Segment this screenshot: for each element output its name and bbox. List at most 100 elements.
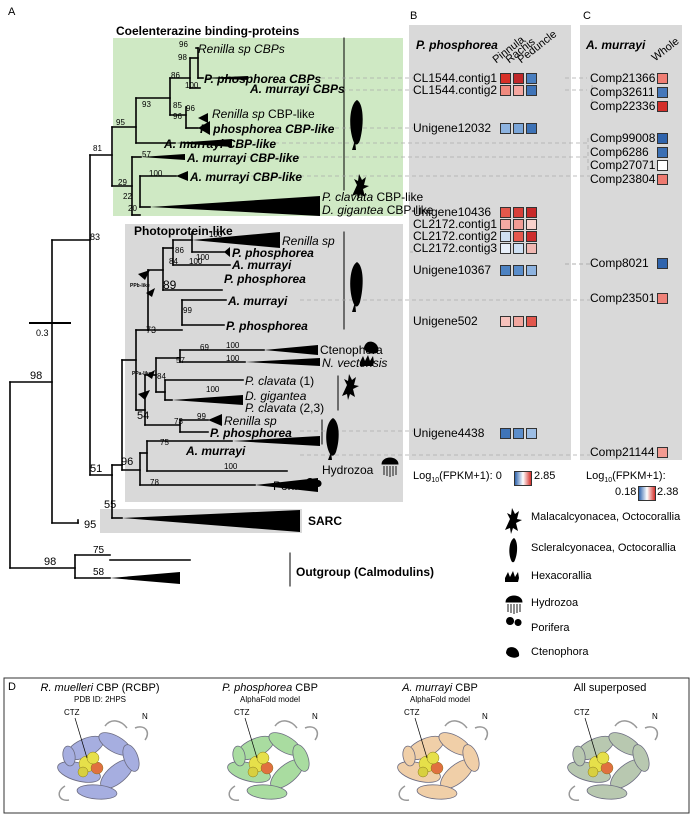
support-value: 98 [44, 556, 57, 568]
support-value: 100 [226, 341, 240, 350]
structure-title: A. murrayi CBP [402, 682, 478, 694]
heatmap-c-cell [657, 101, 668, 112]
support-value: 86 [171, 71, 180, 80]
leaf-amurr-cbps: A. murrayi CBPs [250, 82, 345, 96]
heatmap-c-cell [657, 87, 668, 98]
leaf-pphos-cbplike: P. phosphorea CBP-like [200, 122, 335, 136]
heatmap-b-cell [500, 243, 511, 254]
support-value: 22 [123, 192, 132, 201]
support-value: 99 [197, 412, 206, 421]
heatmap-c-row-label: Comp21144 [590, 445, 655, 459]
ppa-like-label: PPa-like [132, 371, 152, 377]
leaf-amurr-cbplike-1: A. murrayi CBP-like [164, 137, 277, 151]
leaf-amurr-3: A. murrayi [186, 444, 246, 458]
heatmap-b-cell [526, 85, 537, 96]
support-value: 93 [142, 100, 151, 109]
support-value: 84 [157, 372, 166, 381]
heatmap-b-cell [526, 123, 537, 134]
leaf-renilla-sp-1: Renilla sp [282, 234, 335, 248]
leaf-amurr-2: A. murrayi [228, 294, 288, 308]
heatmap-b-cell [513, 428, 524, 439]
heatmap-b-cell [526, 231, 537, 242]
leaf-pclavata-23: P. clavata (2,3) [245, 401, 325, 415]
support-value: 96 [173, 112, 182, 121]
heatmap-c-scale-min: 0.18 [615, 486, 637, 498]
heatmap-c-cell [657, 258, 668, 269]
leaf-renilla-cbplike: Renilla sp CBP-like [212, 107, 315, 121]
support-value: 96 [179, 40, 188, 49]
leaf-sarc: SARC [308, 514, 343, 528]
support-value: 100 [226, 354, 240, 363]
heatmap-b-cell [526, 243, 537, 254]
heatmap-b-row-label: CL2172.contig1 [413, 217, 498, 231]
support-value: 57 [142, 150, 151, 159]
panel-label-a: A [8, 6, 16, 18]
leaf-nvectensis: N. vectensis [322, 356, 388, 370]
leaf-renilla-cbps: Renilla sp CBPs [198, 42, 285, 56]
ctz-label: CTZ [234, 708, 250, 717]
heatmap-c-scale-max: 2.38 [657, 486, 679, 498]
legend-label: Hydrozoa [531, 597, 579, 609]
heatmap-c-cell [657, 447, 668, 458]
support-value: 83 [90, 232, 101, 242]
heatmap-c-row-label: Comp22336 [590, 99, 656, 113]
leaf-pclavata-1: P. clavata (1) [245, 374, 315, 388]
leaf-hydrozoa: Hydrozoa [322, 463, 374, 477]
heatmap-c-cell [657, 147, 668, 158]
heatmap-b-cell [500, 316, 511, 327]
panel-label-b: B [410, 10, 418, 22]
heatmap-b-cell [526, 219, 537, 230]
heatmap-b-cell [500, 428, 511, 439]
support-value: 89 [163, 278, 177, 292]
n-terminus-label: N [482, 712, 488, 721]
heatmap-b-title: P. phosphorea [416, 38, 498, 52]
support-value: 86 [175, 246, 184, 255]
leaf-porifera: Porifera [273, 479, 316, 493]
n-terminus-label: N [142, 712, 148, 721]
legend-label: Ctenophora [531, 646, 589, 658]
heatmap-b-cell [500, 207, 511, 218]
support-value: 100 [149, 169, 163, 178]
support-value: 69 [200, 343, 209, 352]
support-value: 98 [178, 53, 187, 62]
support-value: 96 [186, 104, 195, 113]
heatmap-b-cell [513, 73, 524, 84]
cbp-group-title: Coelenterazine binding-proteins [116, 24, 300, 38]
heatmap-b-cell [526, 73, 537, 84]
legend-label: Scleralcyonacea, Octocorallia [531, 542, 676, 554]
heatmap-c-row-label: Comp6286 [590, 145, 649, 159]
heatmap-b-cell [500, 85, 511, 96]
heatmap-b-cell [526, 265, 537, 276]
n-terminus-label: N [312, 712, 318, 721]
structure-subtitle: AlphaFold model [239, 695, 301, 704]
heatmap-c-row-label: Comp27071 [590, 158, 656, 172]
heatmap-b-row-label: Unigene4438 [413, 426, 485, 440]
support-value: 51 [90, 463, 103, 475]
heatmap-b-color-scale [514, 471, 532, 486]
support-value: 29 [118, 178, 127, 187]
heatmap-b-cell [526, 207, 537, 218]
n-terminus-label: N [652, 712, 658, 721]
support-value: 81 [93, 144, 102, 153]
heatmap-b-scale-max: 2.85 [534, 470, 556, 482]
heatmap-c-cell [657, 293, 668, 304]
structure-subtitle: AlphaFold model [409, 695, 471, 704]
support-value: 100 [189, 257, 203, 266]
support-value: 99 [183, 306, 192, 315]
scale-bar-label: 0.3 [36, 328, 49, 338]
support-value: 57 [176, 356, 185, 365]
support-value: 100 [224, 462, 238, 471]
leaf-pphos-4: P. phosphorea [210, 426, 292, 440]
structure-subtitle: PDB ID: 2HPS [73, 695, 127, 704]
heatmap-b-row-label: CL1544.contig1 [413, 71, 498, 85]
leaf-pphos-3: P. phosphorea [226, 319, 308, 333]
leaf-renilla-sp-2: Renilla sp [224, 414, 277, 428]
legend-label: Malacalcyonacea, Octocorallia [531, 511, 681, 523]
heatmap-c-row-label: Comp32611 [590, 85, 655, 99]
heatmap-c-title: A. murrayi [586, 38, 646, 52]
heatmap-b-cell [513, 316, 524, 327]
support-value: 85 [173, 101, 182, 110]
leaf-amurr-cbplike-3: A. murrayi CBP-like [190, 170, 303, 184]
heatmap-c-row-label: Comp23804 [590, 172, 656, 186]
support-value: 95 [84, 519, 97, 531]
